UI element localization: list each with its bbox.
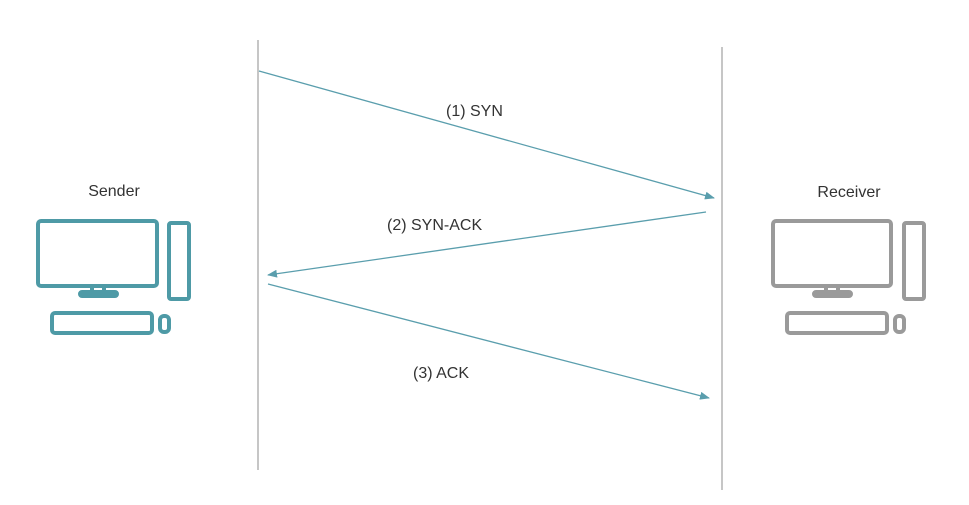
sender-label: Sender — [88, 183, 140, 200]
receiver-label: Receiver — [817, 184, 881, 201]
sender-computer-icon — [36, 219, 191, 335]
ack-label: (3) ACK — [413, 365, 469, 382]
syn-label: (1) SYN — [446, 103, 503, 120]
syn-arrow — [258, 70, 715, 200]
syn-ack-arrow — [267, 211, 707, 278]
ack-arrow — [267, 283, 710, 400]
syn-ack-label: (2) SYN-ACK — [387, 217, 482, 234]
receiver-computer-icon — [771, 219, 926, 335]
